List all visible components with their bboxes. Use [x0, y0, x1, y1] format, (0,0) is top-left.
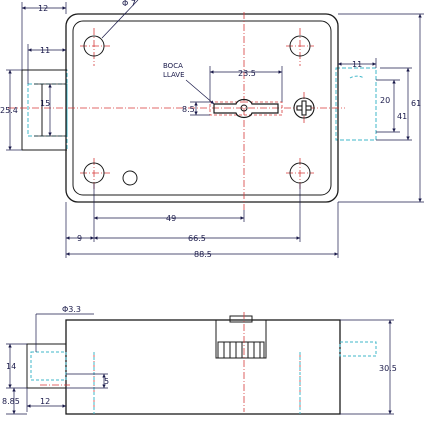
dim-hole-spacing-49: 49 [166, 214, 176, 223]
dim-bolt-885: 8.85 [2, 397, 20, 406]
hole-bottom-left [83, 162, 105, 184]
keyhole [209, 98, 283, 119]
hole-top-left [83, 35, 105, 57]
mounting-holes [83, 35, 311, 186]
dim-overall-885: 88.5 [194, 250, 212, 259]
screw-head [293, 97, 315, 119]
dim-right-inner-height: 41 [397, 112, 407, 121]
top-dimensions [6, 0, 424, 258]
dim-bolt-14: 14 [6, 362, 16, 371]
keyhole-label-2: LLAVE [163, 71, 185, 79]
hole-top-right [289, 35, 311, 57]
dim-bolt-inner: 11 [40, 46, 50, 55]
dim-edge-9: 9 [77, 234, 82, 243]
side-body [65, 319, 341, 415]
dim-right-bolt-len: 11 [352, 60, 362, 69]
hole-bottom-right [289, 162, 311, 184]
cylinder [215, 315, 267, 359]
side-view: Φ3.3 14 5 8.85 12 30.5 [2, 305, 397, 415]
dim-depth-305: 30.5 [379, 364, 397, 373]
top-view: BOCA LLAVE [0, 0, 424, 259]
dim-bolt-5: 5 [104, 377, 109, 386]
dim-bolt-offset: 12 [38, 4, 48, 13]
left-bolt [21, 69, 68, 151]
dim-right-bolt-height: 20 [380, 96, 390, 105]
small-pin-hole [122, 170, 138, 186]
dim-phi-33: Φ3.3 [62, 305, 81, 314]
side-dimensions [6, 313, 394, 415]
dim-phi-hole: Φ 7 [122, 0, 136, 8]
dim-keyhole-height: 8.5 [182, 105, 195, 114]
right-bolt [335, 67, 377, 141]
dim-keyhole-width: 23.5 [238, 69, 256, 78]
dim-body-height: 61 [411, 99, 421, 108]
dim-hole-spacing-665: 66.5 [188, 234, 206, 243]
dim-bolt-12: 12 [40, 397, 50, 406]
dim-bolt-inner-height: 15 [40, 99, 50, 108]
side-centerlines [40, 312, 301, 412]
side-left-bolt [26, 343, 67, 389]
dim-bolt-height: 25.4 [0, 106, 18, 115]
keyhole-label-1: BOCA [163, 62, 183, 70]
